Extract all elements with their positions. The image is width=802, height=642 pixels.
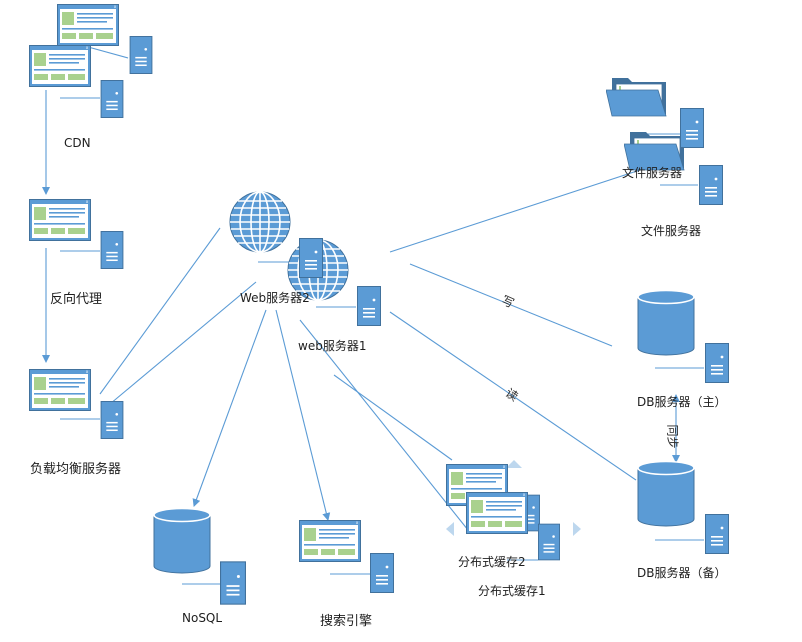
edge-web-to-db-master (409, 263, 613, 347)
arrow-up-icon (506, 460, 522, 468)
edge-web-to-search (275, 309, 331, 521)
label-web-server-2: Web服务器2 (240, 291, 310, 305)
web-server-1-node[interactable] (357, 286, 381, 326)
label-file-server-b: 文件服务器 (641, 224, 702, 238)
server-icon (370, 553, 394, 593)
connections (42, 41, 704, 585)
web-server-2-node[interactable] (229, 191, 349, 301)
label-db-backup: DB服务器（备） (637, 566, 727, 580)
window-icon (299, 520, 361, 562)
server-icon (220, 561, 246, 605)
edge-web-to-cache-b (333, 374, 453, 461)
label-db-master: DB服务器（主） (637, 395, 727, 409)
window-icon (29, 369, 91, 411)
search-engine-node[interactable] (299, 520, 394, 593)
globe-icon (229, 191, 291, 253)
edge-lb-to-web-1 (99, 227, 221, 395)
reverse-proxy-node[interactable] (29, 199, 124, 269)
window-icon (29, 199, 91, 241)
label-nosql: NoSQL (182, 611, 223, 625)
arrow-left-icon (446, 522, 454, 536)
edge-web-to-db-backup (389, 311, 637, 481)
edge-lb-to-web-2 (103, 281, 257, 410)
database-icon (637, 461, 695, 527)
database-icon (637, 290, 695, 356)
database-icon (153, 508, 211, 574)
label-search-engine: 搜索引擎 (320, 614, 373, 629)
server-icon (100, 80, 124, 118)
server-icon (705, 342, 729, 384)
label-file-server-a: 文件服务器 (622, 166, 683, 180)
edge-web-to-nosql (192, 309, 267, 507)
server-icon (705, 513, 729, 555)
server-icon (129, 36, 153, 74)
label-reverse-proxy: 反向代理 (50, 292, 103, 307)
folder-icon (606, 76, 668, 118)
server-icon (100, 401, 124, 439)
window-icon (57, 4, 119, 46)
server-icon (680, 108, 704, 148)
window-icon (29, 45, 91, 87)
load-balancer-node[interactable] (29, 369, 124, 439)
server-icon (299, 238, 323, 278)
label-load-balancer: 负载均衡服务器 (30, 462, 122, 477)
server-icon (357, 286, 381, 326)
server-icon (699, 165, 723, 205)
label-web-server-1: web服务器1 (298, 339, 367, 353)
label-dist-cache-1: 分布式缓存1 (478, 584, 546, 598)
distributed-cache-node[interactable] (446, 460, 581, 561)
server-icon (100, 231, 124, 269)
label-sync: 同步 (665, 424, 680, 449)
nosql-node[interactable] (153, 508, 246, 605)
arrow-right-icon (573, 522, 581, 536)
edge-web-to-file-server (389, 169, 641, 253)
cdn-node[interactable] (29, 4, 153, 118)
db-master-node[interactable] (637, 290, 729, 384)
edge-web-to-cache-a (299, 319, 469, 531)
label-dist-cache-2: 分布式缓存2 (458, 555, 526, 569)
window-icon (466, 492, 528, 534)
server-icon (538, 523, 560, 561)
label-cdn: CDN (64, 136, 91, 150)
